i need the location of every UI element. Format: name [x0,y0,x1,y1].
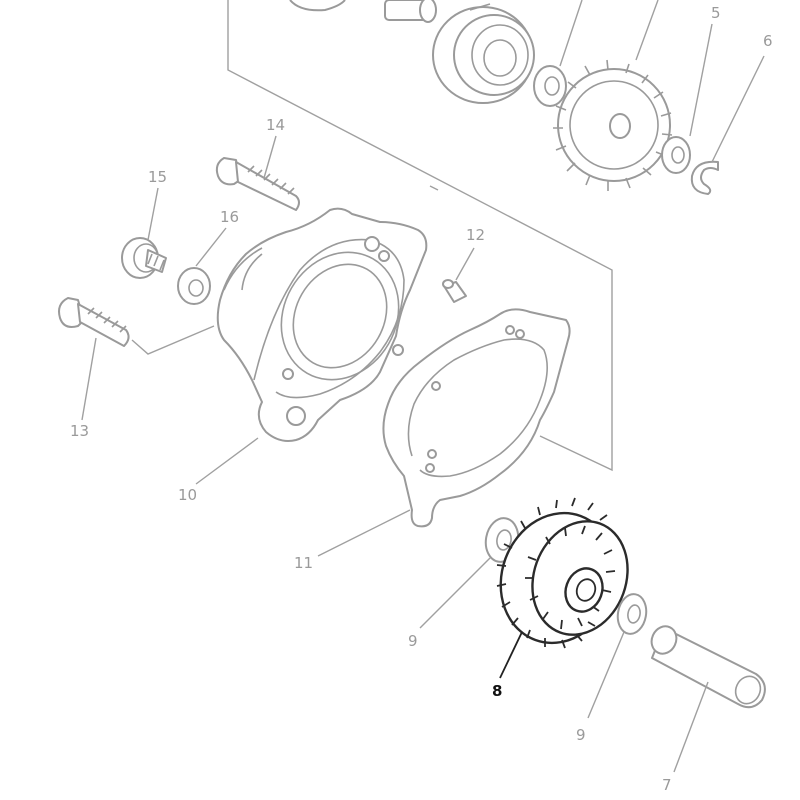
shaft-7 [650,625,766,709]
callout-13: 13 [70,422,89,440]
callout-15: 15 [148,168,167,186]
bearing-assembly [289,0,535,104]
callout-8: 8 [492,682,502,700]
pump-housing-10 [216,207,428,442]
callouts: 5 6 14 15 16 12 13 10 11 9 9 7 8 [70,4,773,794]
gasket-11 [382,308,571,528]
gear-8 [496,497,629,649]
bolt-15 [121,237,167,279]
callout-11: 11 [294,554,313,572]
callout-10: 10 [178,486,197,504]
washer-9-right [616,593,648,635]
callout-9a: 9 [408,632,418,650]
washer-5 [661,136,691,174]
circlip-6 [690,160,719,195]
bolt-14 [215,157,300,211]
dowel-pin-12 [442,279,467,303]
callout-16: 16 [220,208,239,226]
callout-6: 6 [763,32,773,50]
callout-9b: 9 [576,726,586,744]
leader-lines [81,0,765,773]
upper-gear [553,59,673,191]
callout-12: 12 [466,226,485,244]
assembly-outline [227,0,613,472]
callout-7: 7 [662,776,672,794]
washer-upper [533,65,567,107]
bolt-13 [58,297,130,347]
washer-16 [177,267,211,305]
callout-14: 14 [266,116,285,134]
callout-5: 5 [711,4,721,22]
